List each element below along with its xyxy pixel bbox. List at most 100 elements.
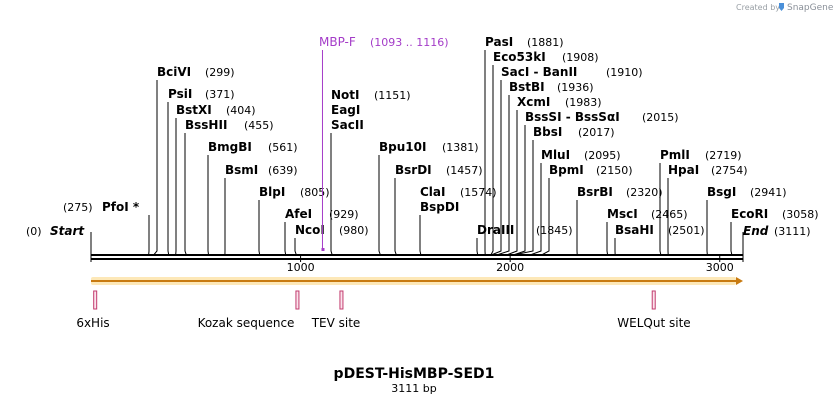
orf-arrow[interactable] [91,277,743,285]
site-bsrdi[interactable]: BsrDI (1457) [395,163,483,177]
site-position: (929) [329,208,359,221]
primer-range: (1093 .. 1116) [370,36,449,49]
site-bstxi[interactable]: BstXI(404) [176,103,256,117]
site-position: (639) [268,164,298,177]
site-bstbi[interactable]: BstBI(1936) [509,80,594,94]
site-position: (805) [300,186,330,199]
site-leader-line [513,140,534,256]
site-leader-lines [148,50,733,256]
site-bsshii[interactable]: BssHII(455) [185,118,274,132]
site-name: BsgI [707,185,736,199]
site-bcivi[interactable]: BciVI (299) [157,65,235,79]
site-position: (1983) [565,96,602,109]
site-leader-line [730,222,733,256]
site-ecori[interactable]: EcoRI(3058) [731,207,819,221]
site-bsgi[interactable]: BsgI(2941) [707,185,787,199]
site-eco53ki[interactable]: Eco53kI (1908) [493,50,599,64]
primer-mbp-f[interactable]: MBP-F (1093 .. 1116) [319,35,449,251]
site-name: XcmI [517,95,550,109]
site-ncoi[interactable]: NcoI (980) [295,223,369,237]
site-bsmi[interactable]: BsmI (639) [225,163,298,177]
primer-marker [321,248,325,251]
site-leader-line [394,178,397,256]
site-position: (1908) [562,51,599,64]
site-leader-line [184,133,187,256]
site-bpmi[interactable]: BpmI (2150) [549,163,633,177]
site-mlui[interactable]: MluI(2095) [541,148,621,162]
feature-welqut-site[interactable]: WELQut site [617,290,691,330]
end-position: (3111) [774,225,811,238]
site-blpi[interactable]: BlpI (805) [259,185,330,199]
site-name: BsmI [225,163,258,177]
site-name: PmlI [660,148,690,162]
site-position: (2015) [642,111,679,124]
site-name: EagI [331,103,360,117]
site-xcmi[interactable]: XcmI (1983) [517,95,602,109]
site-msci[interactable]: MscI(2465) [607,207,688,221]
site-name: BmgBI [208,140,252,154]
site-position: (1151) [374,89,411,102]
site-position: (980) [339,224,369,237]
site-labels: PfoI *(275) BciVI (299) PsiI (371) BstXI(404)… [63,35,819,237]
site-bpu10i[interactable]: Bpu10I(1381) [379,140,479,154]
site-bsrbi[interactable]: BsrBI(2320) [577,185,663,199]
feature-marker [651,290,656,310]
site-position: (1910) [606,66,643,79]
site-leader-line [513,125,526,256]
feature-6xhis[interactable]: 6xHis [76,290,110,330]
site-name: SacI - BanII [501,65,577,79]
site-name: DraIII [477,223,514,237]
site-bsssi-bsss-i[interactable]: BssSI - BssSαI (2015) [525,110,679,124]
site-position: (2754) [711,164,748,177]
site-name: BlpI [259,185,285,199]
site-afei[interactable]: AfeI (929) [285,207,359,221]
feature-tev-site[interactable]: TEV site [311,290,361,330]
site-saci-banii[interactable]: SacI - BanII (1910) [501,65,643,79]
construct-length: 3111 bp [391,382,436,395]
site-bmgbi[interactable]: BmgBI(561) [208,140,298,154]
site-name: BsaHI [615,223,654,237]
site-psii[interactable]: PsiI (371) [168,87,235,101]
site-name: BbsI [533,125,562,139]
site-position: (2150) [596,164,633,177]
feature-label: 6xHis [76,316,109,330]
site-name: BciVI [157,65,191,79]
site-position: (299) [205,66,235,79]
site-name: PsiI [168,87,192,101]
site-name: SacII [331,118,364,132]
site-leader-line [294,238,297,256]
site-leader-line [378,155,381,256]
feature-label: Kozak sequence [198,316,295,330]
site-leader-line [258,200,261,256]
site-name: BpmI [549,163,584,177]
site-position: (1457) [446,164,483,177]
site-position: (2465) [651,208,688,221]
site-name: NotI [331,88,360,102]
site-leader-line [490,65,494,256]
site-draiii[interactable]: DraIII(1845) [477,223,573,237]
site-bbsi[interactable]: BbsI(2017) [533,125,615,139]
site-leader-line [419,215,422,256]
site-position: (455) [244,119,274,132]
snapgene-logo-icon [779,3,784,11]
site-name: AfeI [285,207,312,221]
site-pfoi-[interactable]: PfoI *(275) [63,200,140,214]
feature-kozak-sequence[interactable]: Kozak sequence [198,290,300,330]
feature-marker [339,290,344,310]
site-bsahi[interactable]: BsaHI(2501) [615,223,705,237]
site-pmli[interactable]: PmlI(2719) [660,148,742,162]
site-leader-line [284,222,287,256]
site-hpai[interactable]: HpaI(2754) [668,163,748,177]
site-name: NcoI [295,223,325,237]
ruler-tick-label: 3000 [706,261,734,274]
site-position: (275) [63,201,93,214]
site-name: Eco53kI [493,50,546,64]
site-leader-line [506,110,518,256]
site-position: (371) [205,88,235,101]
site-pasi[interactable]: PasI(1881) [485,35,564,49]
site-name: BssSI - BssSαI [525,110,620,124]
site-name: BsrDI [395,163,432,177]
site-leader-line [207,155,210,256]
